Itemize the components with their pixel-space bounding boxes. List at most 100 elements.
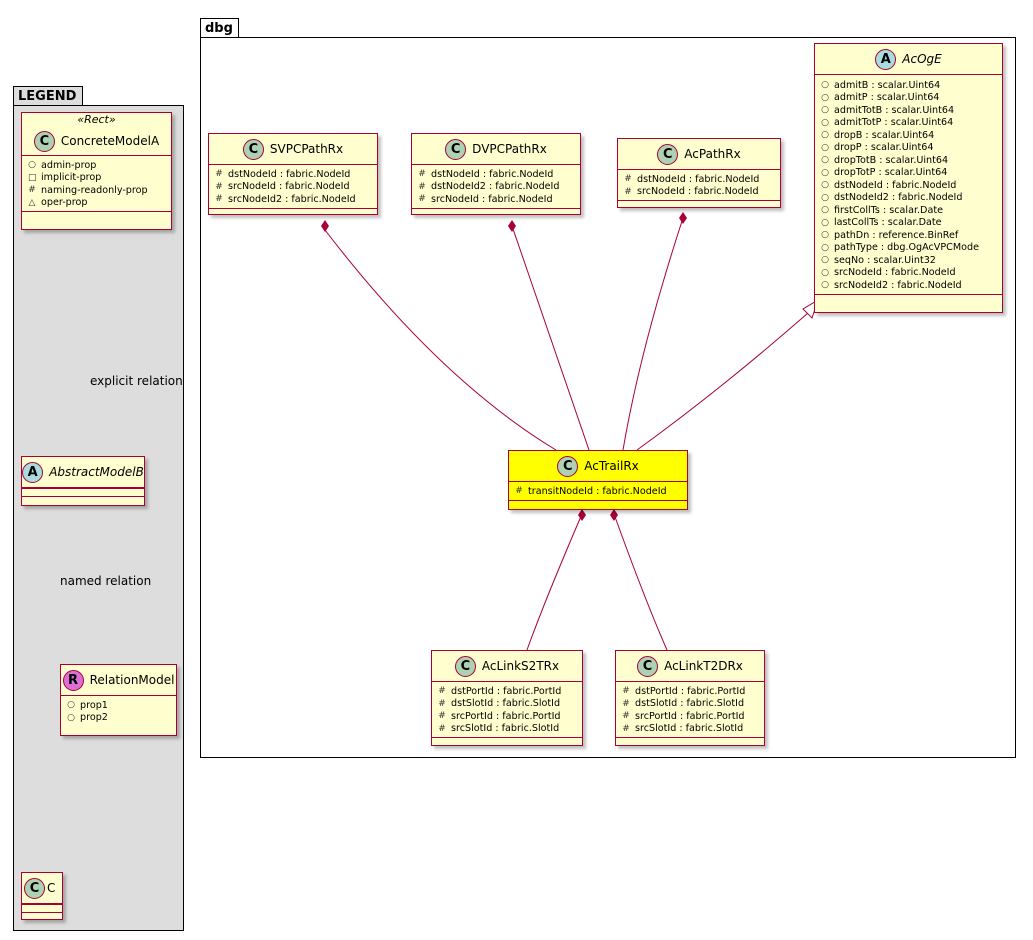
attribute-text: srcNodeId : fabric.NodeId	[431, 193, 553, 205]
legend-abstract-model[interactable]: A AbstractModelB	[21, 456, 145, 506]
visibility-public-icon: ○	[821, 180, 829, 191]
attribute-row: #dstNodeId : fabric.NodeId	[624, 173, 775, 186]
attribute-row: #dstNodeId : fabric.NodeId	[418, 168, 575, 181]
attribute-text: srcNodeId : fabric.NodeId	[834, 267, 956, 279]
attribute-row: #srcNodeId : fabric.NodeId	[418, 193, 575, 206]
visibility-protected-icon: #	[515, 486, 523, 497]
attribute-row: ○ prop1	[67, 699, 171, 712]
attribute-row: ○dstNodeId2 : fabric.NodeId	[821, 192, 997, 205]
attribute-text: lastCollTs : scalar.Date	[834, 217, 942, 229]
class-dvpcpathrx[interactable]: C DVPCPathRx #dstNodeId : fabric.NodeId …	[411, 133, 581, 215]
attribute-text: dstNodeId : fabric.NodeId	[637, 173, 760, 185]
attribute-row: ○ prop2	[67, 712, 171, 725]
visibility-public-icon: ○	[67, 700, 75, 711]
class-name: AcLinkT2DRx	[664, 659, 743, 673]
visibility-public-icon: ○	[821, 142, 829, 153]
class-name: ConcreteModelA	[60, 134, 160, 148]
attribute-text: srcNodeId2 : fabric.NodeId	[834, 279, 962, 291]
attribute-row: # dstSlotId : fabric.SlotId	[438, 698, 577, 711]
visibility-public-icon: ○	[67, 712, 75, 723]
class-aclinks2trx[interactable]: C AcLinkS2TRx #dstPortId : fabric.PortId…	[431, 650, 583, 746]
visibility-protected-icon: #	[622, 698, 630, 709]
diamond-svpc	[321, 220, 329, 232]
attribute-text: dropTotB : scalar.Uint64	[834, 154, 949, 166]
dbg-package-tab: dbg	[200, 18, 239, 37]
attribute-text: seqNo : scalar.Uint32	[834, 254, 936, 266]
attribute-text: dropP : scalar.Uint64	[834, 142, 934, 154]
attribute-text: srcNodeId2 : fabric.NodeId	[228, 193, 356, 205]
diamond-acpath	[679, 212, 687, 224]
class-svpcpathrx[interactable]: C SVPCPathRx #dstNodeId : fabric.NodeId …	[208, 133, 378, 215]
attribute-text: admitP : scalar.Uint64	[834, 92, 940, 104]
attribute-text: transitNodeId : fabric.NodeId	[528, 485, 667, 497]
class-circle-icon: C	[557, 455, 579, 477]
attribute-row: #dstSlotId : fabric.SlotId	[622, 698, 759, 711]
methods-compartment	[22, 496, 144, 504]
attribute-row: ○admitTotB : scalar.Uint64	[821, 104, 997, 117]
attribute-row: #srcSlotId : fabric.SlotId	[438, 723, 577, 736]
relation-circle-icon: R	[62, 669, 84, 691]
attribute-text: dstPortId : fabric.PortId	[451, 685, 562, 697]
class-name: C	[47, 881, 56, 895]
visibility-public-icon: ○	[821, 205, 829, 216]
visibility-public-icon: ○	[821, 255, 829, 266]
class-name: RelationModel	[89, 673, 175, 687]
edge-dvpc-actrail	[511, 225, 590, 451]
attribute-row: ○dropTotB : scalar.Uint64	[821, 154, 997, 167]
attribute-row: # dstNodeId2 : fabric.NodeId	[418, 181, 575, 194]
visibility-public-icon: ○	[821, 167, 829, 178]
visibility-protected-icon: #	[622, 686, 630, 697]
visibility-protected-icon: #	[438, 698, 446, 709]
attribute-text: dstSlotId : fabric.SlotId	[451, 698, 561, 710]
attribute-text: naming-readonly-prop	[41, 184, 148, 196]
diamond-actrail-right	[610, 509, 618, 521]
attributes-compartment	[22, 904, 62, 912]
abstract-circle-icon: A	[875, 48, 897, 70]
attribute-text: admitTotB : scalar.Uint64	[834, 104, 955, 116]
methods-compartment	[815, 293, 1002, 302]
attribute-row: ○admitP : scalar.Uint64	[821, 92, 997, 105]
attribute-row: ○srcNodeId2 : fabric.NodeId	[821, 279, 997, 292]
methods-compartment	[22, 912, 62, 920]
class-acpathrx[interactable]: C AcPathRx #dstNodeId : fabric.NodeId #s…	[617, 138, 781, 208]
edge-actrail-s2t	[526, 513, 583, 651]
visibility-protected-icon: #	[622, 711, 630, 722]
attribute-row: ○admitB : scalar.Uint64	[821, 79, 997, 92]
attribute-text: srcNodeId : fabric.NodeId	[637, 186, 759, 198]
visibility-public-icon: ○	[821, 242, 829, 253]
attribute-text: prop2	[80, 712, 108, 724]
visibility-public-icon: ○	[821, 217, 829, 228]
legend-package-tab: LEGEND	[13, 86, 83, 105]
attribute-row: #dstNodeId : fabric.NodeId	[215, 168, 372, 181]
attribute-text: srcPortId : fabric.PortId	[451, 710, 561, 722]
attribute-text: implicit-prop	[41, 172, 102, 184]
visibility-protected-icon: #	[438, 723, 446, 734]
diamond-actrail-left	[578, 509, 586, 521]
class-acoge[interactable]: A AcOgE ○admitB : scalar.Uint64 ○admitP …	[814, 43, 1003, 313]
visibility-private-icon: □	[28, 172, 37, 183]
methods-compartment	[22, 211, 171, 219]
visibility-protected-icon: #	[418, 181, 426, 192]
explicit-relation-label: explicit relation	[90, 374, 183, 388]
attribute-row: ○pathDn : reference.BinRef	[821, 229, 997, 242]
dbg-package	[200, 37, 1016, 758]
attribute-row: #srcNodeId : fabric.NodeId	[624, 186, 775, 199]
methods-compartment	[209, 207, 377, 216]
attribute-text: dstNodeId : fabric.NodeId	[431, 168, 554, 180]
visibility-public-icon: ○	[821, 130, 829, 141]
class-actrailrx[interactable]: C AcTrailRx #transitNodeId : fabric.Node…	[508, 450, 688, 510]
attribute-row: ○admin-prop	[28, 159, 166, 172]
attribute-text: prop1	[80, 699, 108, 711]
legend-concrete-model[interactable]: «Rect» C ConcreteModelA ○admin-prop □imp…	[21, 112, 172, 230]
legend-relation-model[interactable]: R RelationModel ○ prop1 ○ prop2	[60, 664, 177, 736]
edge-actrail-acoge	[636, 312, 809, 451]
attribute-row: ○ dstNodeId : fabric.NodeId	[821, 179, 997, 192]
legend-c-model[interactable]: C C	[21, 872, 63, 920]
attribute-text: dstNodeId2 : fabric.NodeId	[431, 181, 560, 193]
attribute-row: ○dropTotP : scalar.Uint64	[821, 167, 997, 180]
class-aclinkt2drx[interactable]: C AcLinkT2DRx #dstPortId : fabric.PortId…	[615, 650, 765, 746]
attribute-row: ○admitTotP : scalar.Uint64	[821, 117, 997, 130]
methods-compartment	[432, 737, 582, 745]
attribute-text: dstNodeId : fabric.NodeId	[834, 179, 957, 191]
legend-package	[13, 105, 184, 931]
